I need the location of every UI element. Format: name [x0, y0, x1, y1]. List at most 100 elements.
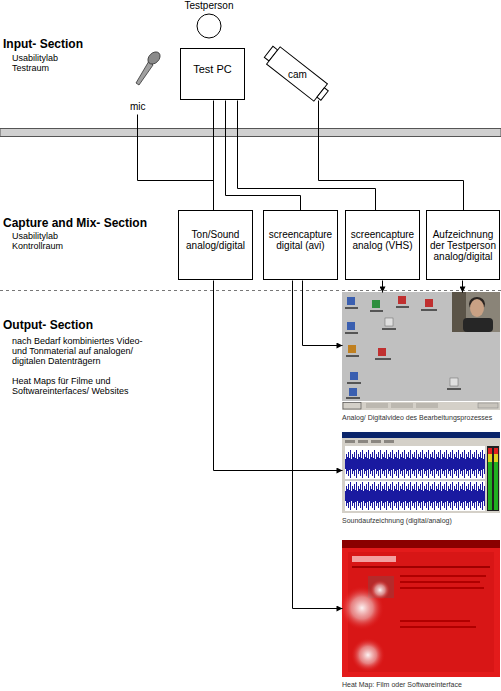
person-circle-text: Testperson: [176, 0, 242, 11]
desktop-screenshot: [382, 328, 396, 330]
sound-screenshot: [345, 480, 485, 481]
sound-screenshot: [371, 440, 381, 443]
desktop-screenshot: [346, 397, 360, 399]
sound-screenshot: [487, 446, 499, 511]
desktop-screenshot: [372, 300, 380, 308]
heatmap-screenshot: [400, 587, 484, 589]
person-circle: Testperson: [176, 0, 242, 40]
desktop-screenshot: [478, 403, 498, 408]
sound-panel-text: Soundaufzeichnung (digital/analog): [342, 517, 500, 525]
desktop-screenshot: [370, 310, 383, 312]
sound-screenshot: [345, 440, 355, 443]
desktop-screenshot: [425, 299, 433, 307]
connector-line: [462, 281, 463, 293]
sound-screenshot: [342, 432, 500, 513]
section-divider: [0, 290, 501, 291]
video-panel: Analog/ Digitalvideo des Bearbeitungspro…: [342, 292, 500, 424]
room-note: Usabilitylab Testraum: [12, 53, 74, 73]
desktop-screenshot: [398, 296, 406, 304]
connector-line: [319, 101, 464, 211]
desktop-screenshot: [470, 299, 484, 317]
microphone-text: mic: [130, 101, 146, 112]
capture-box-text: screencapture digital (avi): [264, 211, 337, 251]
desktop-screenshot: [345, 332, 358, 334]
heatmap-screenshot: [400, 620, 470, 622]
heatmap-screenshot: [400, 626, 476, 628]
desktop-screenshot: [375, 358, 391, 360]
microphone-head: [146, 50, 163, 67]
connector-line: [303, 281, 343, 346]
person-circle: [197, 14, 221, 38]
sound-screenshot: [358, 440, 368, 443]
desktop-screenshot: [421, 309, 437, 311]
connector-line: [293, 281, 343, 609]
section-heading: Capture and Mix- Section: [3, 216, 173, 230]
connector-line: [226, 101, 301, 211]
heatmap-screenshot: [352, 566, 490, 568]
capture-box-text: Aufzeichnung der Testperson analog/digit…: [427, 211, 499, 262]
desktop-screenshot: [346, 355, 359, 357]
wall-bar: [0, 129, 501, 137]
sound-screenshot: [345, 448, 485, 479]
microphone-handle: [136, 61, 153, 85]
heatmap-panel: Heat Map: Film oder Softwareinterface: [342, 540, 500, 690]
capture-box: screencapture analog (VHS): [345, 210, 420, 280]
connector-line: [213, 101, 214, 211]
heatmap-panel-text: Heat Map: Film oder Softwareinterface: [342, 681, 500, 689]
sound-screenshot: [488, 454, 492, 462]
sound-screenshot: [488, 462, 492, 510]
connector-line: [238, 101, 376, 211]
capture-box: Aufzeichnung der Testperson analog/digit…: [426, 210, 500, 280]
heatmap-screenshot: [400, 581, 480, 583]
desktop-screenshot: [447, 388, 461, 390]
camera-lens: [317, 88, 328, 101]
heatmap-screenshot: [400, 575, 486, 577]
desktop-screenshot: [385, 318, 393, 326]
desktop-screenshot: [342, 292, 500, 410]
heatmap-screenshot: [352, 556, 396, 562]
capture-box-text: Ton/Sound analog/digital: [179, 211, 252, 251]
desktop-screenshot: [342, 401, 500, 402]
desktop-screenshot: [345, 307, 358, 309]
desktop-screenshot: [450, 378, 458, 386]
heatmap-screenshot: [370, 580, 390, 600]
desktop-screenshot: [347, 382, 361, 384]
computer-box-text: Test PC: [181, 49, 244, 75]
room-note: Usabilitylab Kontrollraum: [12, 231, 74, 251]
connector-line: [138, 115, 214, 211]
connector-line: [214, 281, 343, 471]
desktop-screenshot: [343, 403, 361, 410]
desktop-screenshot: [342, 292, 500, 410]
section-heading: Input- Section: [3, 37, 173, 51]
heatmap-screenshot: [351, 638, 385, 672]
capture-box: Ton/Sound analog/digital: [178, 210, 253, 280]
camera-text: cam: [288, 69, 307, 80]
section-note: nach Bedarf kombiniertes Video- und Tonm…: [12, 336, 157, 366]
heatmap-screenshot: [340, 540, 500, 677]
sound-screenshot: [494, 462, 498, 510]
connector-line: [382, 281, 383, 293]
sound-screenshot: [342, 432, 500, 438]
sound-screenshot: [384, 440, 394, 443]
desktop-screenshot: [452, 292, 500, 332]
video-panel-text: Analog/ Digitalvideo des Bearbeitungspro…: [342, 414, 500, 422]
sound-screenshot: [345, 481, 485, 511]
camera-body: [262, 43, 331, 104]
section-divider: [0, 290, 501, 291]
desktop-screenshot: [349, 388, 357, 396]
computer-box: Test PC: [180, 48, 245, 100]
heatmap-screenshot: [342, 540, 500, 548]
desktop-screenshot: [378, 348, 386, 356]
sound-screenshot: [342, 432, 500, 513]
desktop-screenshot: [347, 297, 355, 305]
wall-bar: [0, 129, 501, 137]
capture-box-text: screencapture analog (VHS): [346, 211, 419, 251]
desktop-screenshot: [463, 318, 493, 332]
desktop-screenshot: [347, 322, 355, 330]
desktop-screenshot: [348, 345, 356, 353]
sound-screenshot: [345, 446, 485, 511]
capture-box: screencapture digital (avi): [263, 210, 338, 280]
sound-screenshot: [494, 448, 498, 454]
